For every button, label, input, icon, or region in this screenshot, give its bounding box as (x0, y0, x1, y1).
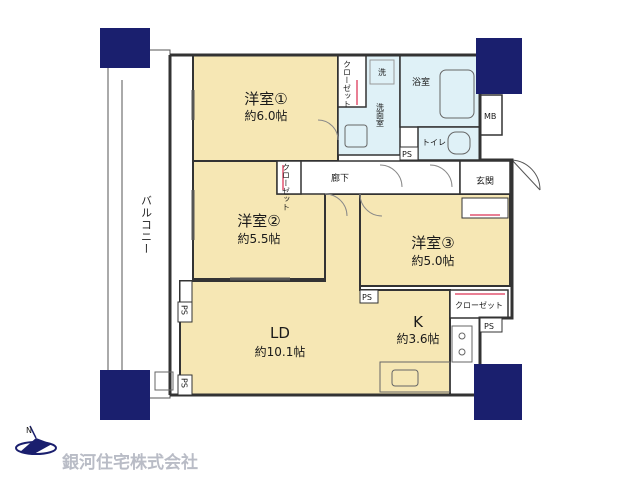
bath-label: 浴室 (412, 76, 430, 88)
western3-size: 約5.0帖 (411, 253, 454, 268)
pillar-tl (100, 28, 150, 68)
washroom-label: 洗面室 (376, 102, 385, 127)
ps-box-3 (479, 317, 503, 333)
closet-mid (276, 160, 302, 195)
western2-size: 約5.5帖 (237, 231, 280, 246)
ld-size: 約10.1帖 (255, 344, 306, 359)
compass-north-label: N (26, 426, 32, 435)
balcony-area (107, 49, 171, 399)
corridor (276, 160, 461, 195)
western1-size: 約6.0帖 (244, 108, 287, 123)
kitchen-size: 約3.6帖 (396, 331, 439, 346)
pillar-br (474, 364, 522, 420)
sink (391, 369, 419, 387)
western1-name: 洋室① (244, 90, 287, 108)
company-name: 銀河住宅株式会社 (62, 452, 198, 473)
kitchen-name: K (413, 313, 424, 331)
wash-label: 洗 (378, 67, 386, 77)
ld-name: LD (270, 324, 290, 342)
toilet-label: トイレ (422, 138, 446, 147)
wash-basin (344, 124, 368, 148)
ps-box-2 (359, 289, 379, 304)
balcony-label: バルコニー (140, 195, 153, 255)
ps-label-5: PS (180, 378, 189, 388)
bathtub (439, 69, 475, 119)
ps-box-5 (177, 374, 193, 396)
closet-k-label: クローゼット (455, 300, 503, 310)
corridor-label: 廊下 (331, 172, 349, 184)
ps-label-3: PS (484, 322, 494, 331)
closet-mid-label: クローゼット (282, 163, 291, 211)
pillar-tr (476, 38, 522, 94)
entrance-label: 玄関 (476, 175, 494, 187)
ps-box-1 (399, 146, 419, 161)
ld-sink (154, 371, 174, 391)
toilet-fixture (447, 131, 471, 155)
ps-label-1: PS (402, 150, 412, 159)
western2-name: 洋室② (237, 212, 280, 230)
kitchen-counter (379, 361, 451, 393)
closet-top-label: クローゼット (343, 60, 352, 108)
ps-label-4: PS (180, 305, 189, 315)
ps-label-2: PS (362, 293, 372, 302)
room-western1 (192, 54, 339, 162)
mb-label: MB (484, 112, 496, 121)
pillar-bl (100, 370, 150, 420)
stove (451, 325, 473, 363)
compass-north-icon (15, 425, 57, 455)
western3-name: 洋室③ (411, 234, 454, 252)
washing-machine (369, 59, 395, 85)
entrance (459, 160, 511, 195)
